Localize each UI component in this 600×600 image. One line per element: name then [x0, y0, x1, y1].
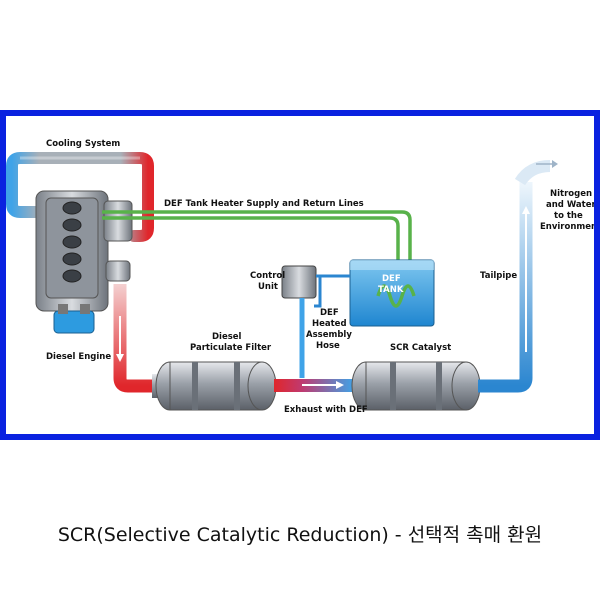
label-nitrogen-2: and Water [546, 200, 594, 210]
scr-system-diagram: Cooling System DEF Tank Heater Supply an… [6, 139, 594, 415]
scr-catalyst [351, 361, 481, 411]
def-tank [349, 259, 435, 327]
label-exhaust-with-def: Exhaust with DEF [284, 405, 368, 415]
image-caption: SCR(Selective Catalytic Reduction) - 선택적… [57, 524, 543, 546]
label-tailpipe: Tailpipe [480, 271, 517, 281]
label-def-hose-1: DEF [320, 308, 339, 318]
control-unit [281, 265, 350, 299]
label-def-lines: DEF Tank Heater Supply and Return Lines [164, 199, 364, 209]
def-heated-hose [299, 276, 322, 378]
diagram-panel: Cooling System DEF Tank Heater Supply an… [6, 116, 594, 434]
exhaust-with-def-pipe [274, 379, 354, 392]
label-diesel-engine: Diesel Engine [46, 352, 111, 362]
label-nitrogen-4: Environment [540, 222, 594, 232]
exhaust-pipe-hot [113, 284, 154, 393]
label-def-tank-2: TANK [378, 285, 404, 295]
label-scr-catalyst: SCR Catalyst [390, 343, 451, 353]
label-dpf-2: Particulate Filter [190, 343, 272, 353]
diesel-particulate-filter [152, 361, 277, 411]
label-control-unit-1: Control [250, 271, 285, 281]
label-dpf-1: Diesel [212, 332, 242, 342]
cooling-system [6, 152, 154, 242]
label-def-tank-1: DEF [382, 274, 401, 284]
label-nitrogen-3: to the [554, 211, 583, 221]
label-control-unit-2: Unit [258, 282, 278, 292]
diesel-engine-block [35, 190, 133, 334]
tailpipe [478, 160, 558, 393]
label-def-hose-4: Hose [316, 341, 340, 351]
diagram-frame: Cooling System DEF Tank Heater Supply an… [0, 110, 600, 440]
label-def-hose-2: Heated [312, 319, 347, 329]
label-def-hose-3: Assembly [306, 330, 352, 340]
label-cooling-system: Cooling System [46, 139, 120, 149]
label-nitrogen-1: Nitrogen [550, 189, 592, 199]
